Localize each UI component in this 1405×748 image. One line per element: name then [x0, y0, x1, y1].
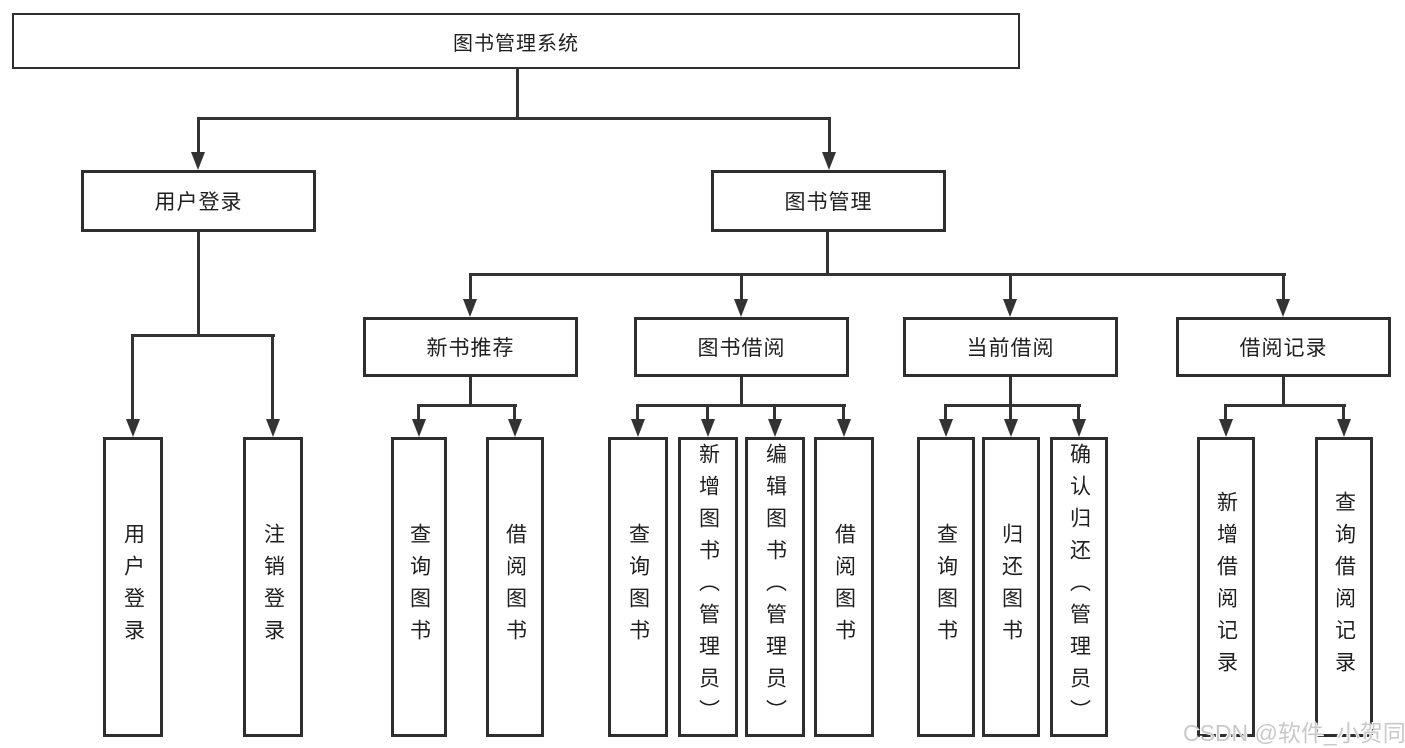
connector-line: [131, 334, 134, 419]
node-book-borrow: 图书借阅: [634, 317, 849, 377]
arrowhead-down-icon: [266, 419, 280, 437]
leaf-add-borrow-record: 新增借阅记录: [1197, 437, 1255, 737]
connector-line: [197, 232, 200, 336]
connector-line: [636, 404, 639, 419]
connector-line: [469, 273, 1286, 276]
node-borrow-records: 借阅记录: [1176, 317, 1391, 377]
arrowhead-down-icon: [631, 419, 645, 437]
leaf-add-books-admin: 新增图书（管理员）: [678, 437, 738, 737]
arrowhead-down-icon: [1219, 419, 1233, 437]
leaf-query-books: 查询图书: [608, 437, 668, 737]
connector-line: [1224, 404, 1346, 407]
arrowhead-down-icon: [508, 419, 522, 437]
node-user-login: 用户登录: [81, 170, 316, 232]
connector-line: [513, 404, 516, 419]
connector-line: [417, 404, 420, 419]
connector-line: [1009, 404, 1012, 419]
connector-line: [1077, 404, 1080, 419]
leaf-edit-books-admin: 编辑图书（管理员）: [745, 437, 805, 737]
leaf-borrow-books: 借阅图书: [814, 437, 874, 737]
connector-line: [740, 377, 743, 406]
csdn-watermark: CSDN @软件_小贺同学: [1183, 720, 1405, 746]
leaf-query-borrow-record: 查询借阅记录: [1315, 437, 1373, 737]
leaf-confirm-return-admin: 确认归还（管理员）: [1050, 437, 1108, 737]
arrowhead-down-icon: [1072, 419, 1086, 437]
leaf-return-books: 归还图书: [982, 437, 1040, 737]
connector-line: [469, 273, 472, 301]
arrowhead-down-icon: [734, 299, 748, 317]
connector-line: [828, 117, 831, 154]
connector-line: [197, 117, 200, 154]
connector-line: [131, 334, 275, 337]
node-library-system: 图书管理系统: [12, 13, 1020, 69]
arrowhead-down-icon: [1276, 299, 1290, 317]
connector-line: [1342, 404, 1345, 419]
connector-line: [516, 67, 519, 119]
connector-line: [636, 404, 846, 407]
arrowhead-down-icon: [701, 419, 715, 437]
arrowhead-down-icon: [837, 419, 851, 437]
arrowhead-down-icon: [191, 152, 205, 170]
connector-line: [944, 404, 1081, 407]
arrowhead-down-icon: [768, 419, 782, 437]
connector-line: [773, 404, 776, 419]
connector-line: [826, 232, 829, 276]
leaf-logout: 注销登录: [243, 437, 303, 737]
arrowhead-down-icon: [1004, 419, 1018, 437]
arrowhead-down-icon: [822, 152, 836, 170]
connector-line: [1009, 273, 1012, 301]
connector-line: [706, 404, 709, 419]
node-new-book-recommend: 新书推荐: [363, 317, 578, 377]
node-book-management: 图书管理: [711, 170, 946, 232]
arrowhead-down-icon: [1337, 419, 1351, 437]
connector-line: [1009, 377, 1012, 406]
arrowhead-down-icon: [126, 419, 140, 437]
connector-line: [469, 377, 472, 406]
connector-line: [1224, 404, 1227, 419]
connector-line: [842, 404, 845, 419]
arrowhead-down-icon: [939, 419, 953, 437]
leaf-borrow-books: 借阅图书: [486, 437, 544, 737]
connector-line: [417, 404, 517, 407]
connector-line: [197, 117, 831, 120]
arrowhead-down-icon: [463, 299, 477, 317]
leaf-query-books: 查询图书: [391, 437, 447, 737]
connector-line: [1282, 273, 1285, 301]
leaf-query-books: 查询图书: [917, 437, 975, 737]
connector-line: [740, 273, 743, 301]
arrowhead-down-icon: [412, 419, 426, 437]
leaf-user-login: 用户登录: [103, 437, 163, 737]
connector-line: [271, 334, 274, 419]
node-current-borrow: 当前借阅: [903, 317, 1118, 377]
arrowhead-down-icon: [1003, 299, 1017, 317]
connector-line: [944, 404, 947, 419]
connector-line: [1282, 377, 1285, 406]
